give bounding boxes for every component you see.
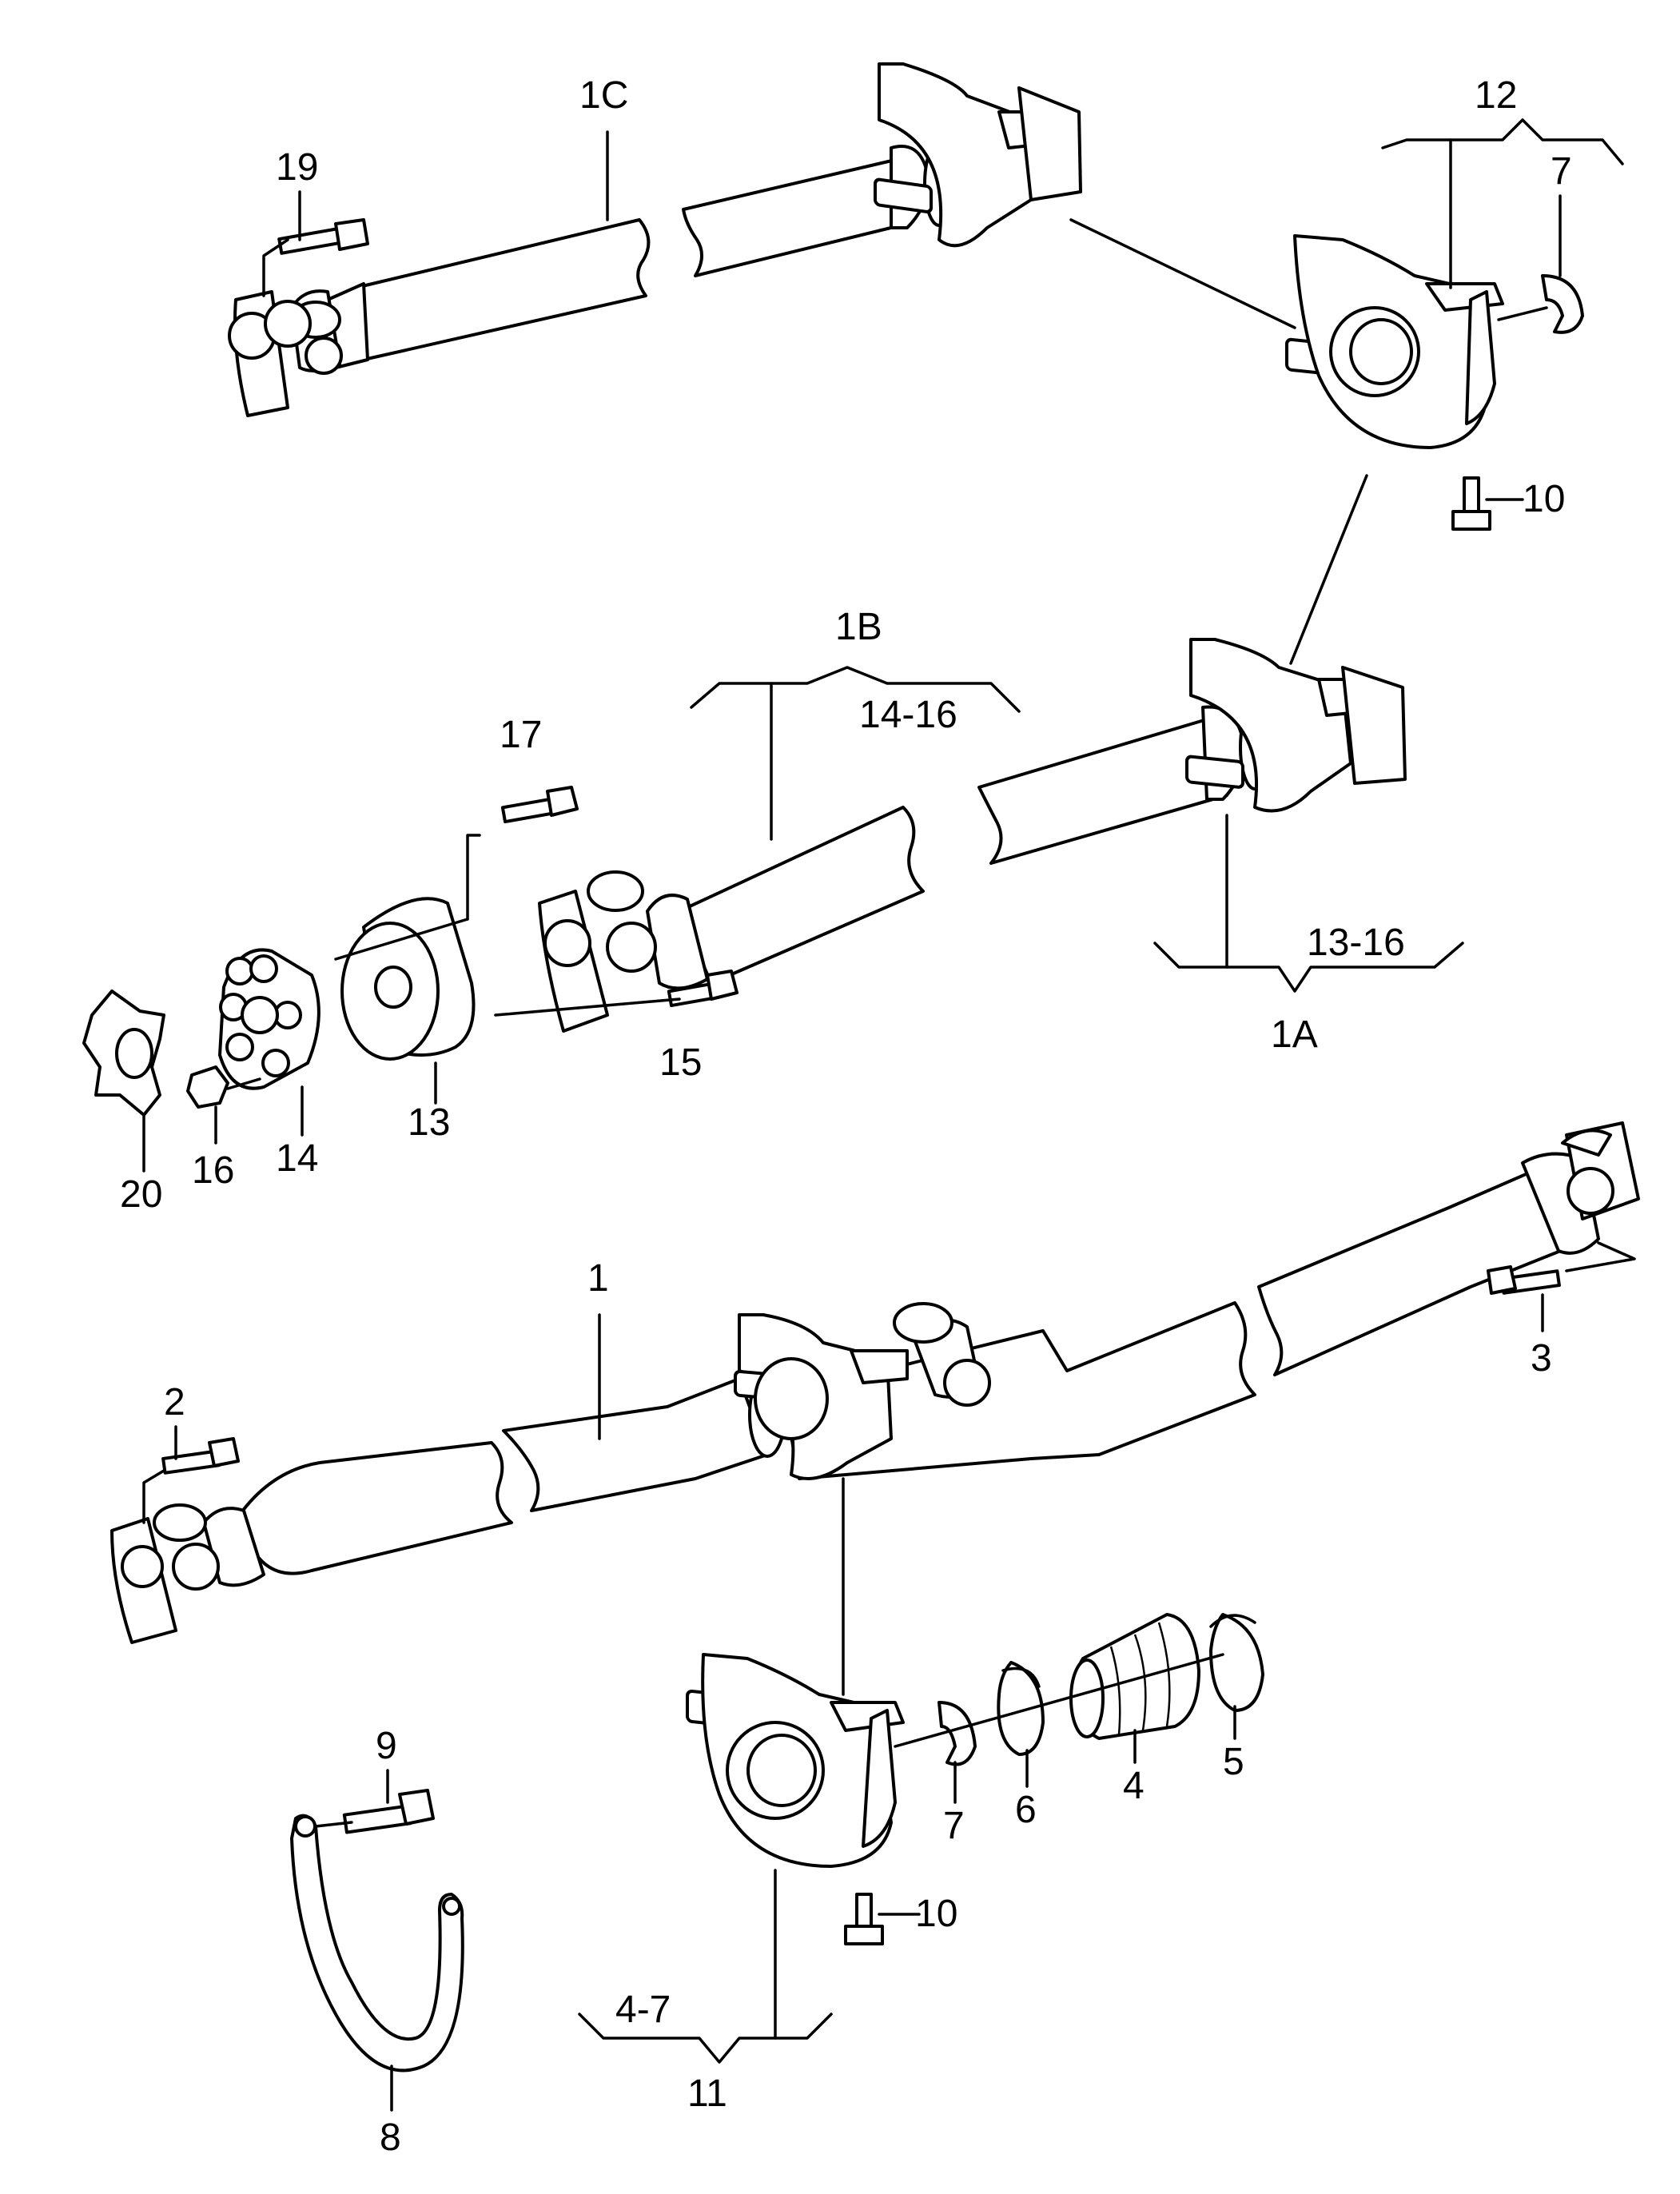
label-2: 2	[164, 1381, 185, 1424]
strap-8	[290, 1814, 464, 2073]
center-bearing-bracket-11	[686, 1653, 905, 1868]
label-15: 15	[659, 1041, 702, 1084]
label-10-bottom: 10	[915, 1893, 957, 1935]
label-10-top: 10	[1523, 478, 1565, 520]
label-1b: 1B	[835, 606, 882, 648]
label-4: 4	[1123, 1765, 1145, 1807]
label-13: 13	[408, 1101, 450, 1144]
label-1c: 1C	[579, 74, 628, 117]
label-20: 20	[120, 1173, 162, 1216]
label-4-7: 4-7	[615, 1989, 671, 2031]
snap-ring-7-top	[1541, 274, 1584, 334]
label-12: 12	[1475, 74, 1517, 117]
label-11: 11	[687, 2073, 727, 2115]
leader-lines	[142, 118, 1636, 2112]
spider-flange-20	[82, 989, 165, 1117]
dust-boot-4	[1069, 1613, 1200, 1740]
bolt-17	[500, 786, 579, 824]
bolt-10-top	[1451, 476, 1491, 531]
label-13-16: 13-16	[1307, 922, 1405, 964]
label-7-top: 7	[1551, 150, 1572, 193]
bolt-9	[342, 1789, 435, 1834]
shaft-1b-1a	[538, 638, 1407, 1033]
label-16: 16	[192, 1149, 234, 1192]
label-1: 1	[587, 1257, 609, 1300]
nut-16	[186, 1065, 229, 1109]
bolt-19	[277, 218, 369, 255]
label-3: 3	[1531, 1337, 1552, 1380]
center-bearing-bracket-12	[1285, 234, 1504, 449]
label-7-bottom: 7	[943, 1805, 965, 1847]
label-6: 6	[1015, 1789, 1037, 1831]
clamp-5	[1209, 1613, 1264, 1712]
shaft-1	[110, 1121, 1640, 1644]
label-8: 8	[380, 2116, 401, 2159]
bolt-3	[1487, 1265, 1561, 1295]
part-labels: 1C 19 12 7 10 1B 14-16 17 13-16 1A 15 13…	[120, 74, 1572, 2159]
label-14-16: 14-16	[859, 694, 957, 736]
bolt-10-bottom	[844, 1893, 884, 1945]
clamp-6	[997, 1661, 1045, 1756]
label-9: 9	[376, 1725, 397, 1767]
label-17: 17	[500, 714, 542, 756]
label-14: 14	[276, 1137, 318, 1180]
bolt-15	[667, 970, 738, 1008]
flex-coupling-14	[218, 948, 320, 1090]
label-19: 19	[276, 146, 318, 189]
shaft-1c	[228, 62, 1082, 417]
label-1a: 1A	[1271, 1013, 1318, 1056]
bolt-2	[161, 1437, 240, 1475]
flex-disc-13	[340, 897, 476, 1061]
label-5: 5	[1223, 1741, 1244, 1783]
